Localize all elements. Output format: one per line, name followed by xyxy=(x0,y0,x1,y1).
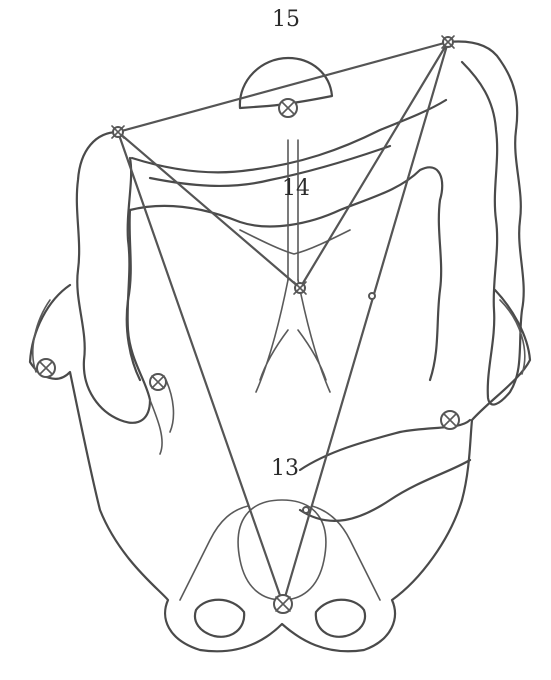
label-13: 13 xyxy=(271,458,299,480)
vessel-branches xyxy=(256,280,330,392)
small-loop-left xyxy=(150,380,173,454)
line-left-to-right-top xyxy=(118,42,448,132)
marker-center xyxy=(294,282,306,294)
obturator-left xyxy=(195,600,244,637)
pelvic-inner-left xyxy=(180,506,248,600)
line-right-top-to-center xyxy=(300,42,448,288)
marker-left-inner xyxy=(150,374,166,390)
label-15: 15 xyxy=(272,9,300,31)
marker-bottom xyxy=(274,595,292,613)
marker-right-lower xyxy=(441,411,459,429)
label-14: 14 xyxy=(282,178,310,200)
marker-top-circle xyxy=(279,99,297,117)
marker-left-side xyxy=(37,359,55,377)
sigmoid-colon xyxy=(300,420,470,521)
marker-small-right xyxy=(369,293,375,299)
descending-colon xyxy=(448,42,524,405)
marker-right-upper xyxy=(442,36,454,48)
obturator-right xyxy=(316,600,365,637)
marker-left-upper xyxy=(112,126,124,138)
marker-small-bottom xyxy=(303,507,309,513)
